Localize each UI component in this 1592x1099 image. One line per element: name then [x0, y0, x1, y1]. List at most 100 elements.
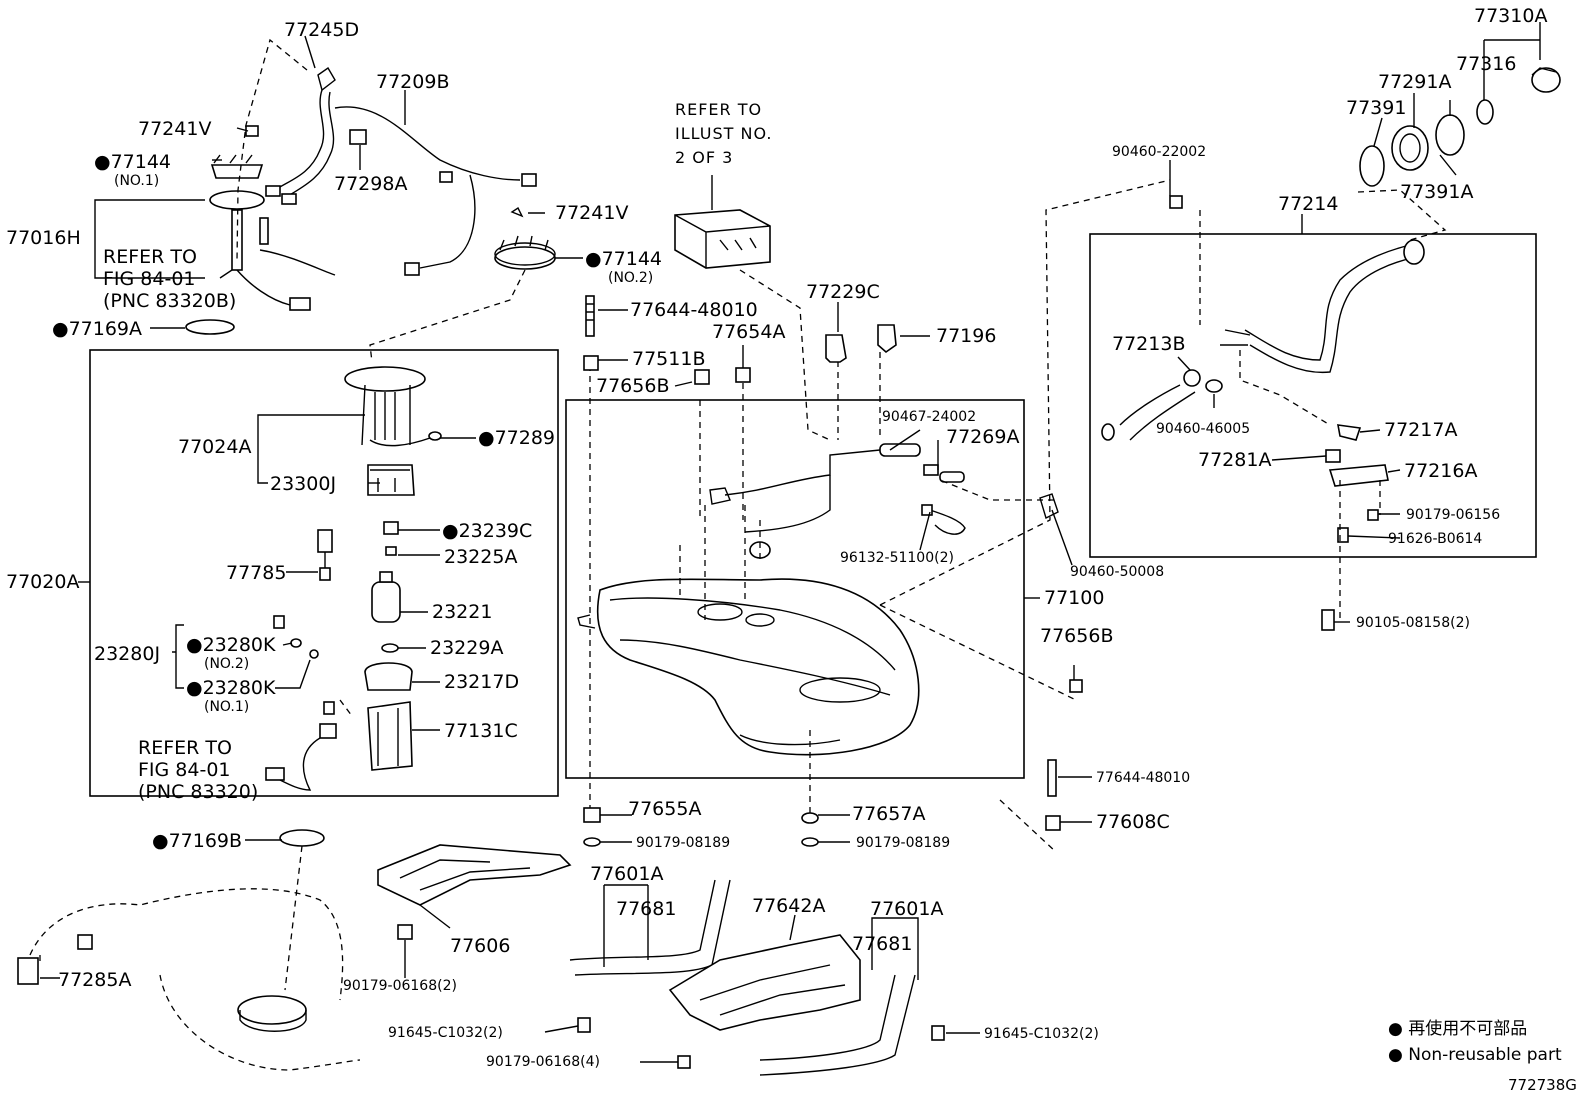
- label-77310A: 77310A: [1474, 5, 1547, 27]
- label-23300J: 23300J: [270, 473, 336, 495]
- ref2-line1: REFER TO: [138, 737, 232, 759]
- figure-id: 772738G: [1508, 1076, 1577, 1094]
- label-77785: 77785: [226, 562, 286, 584]
- bolt-90105: [1321, 609, 1335, 631]
- label-23221: 23221: [432, 601, 492, 623]
- label-77217A: 77217A: [1384, 419, 1457, 441]
- label-77209B: 77209B: [376, 71, 449, 93]
- label-77024A: 77024A: [178, 436, 251, 458]
- label-77606: 77606: [450, 935, 510, 957]
- washer-a: [583, 837, 601, 847]
- retainer-ring-no2: [494, 206, 556, 270]
- label-90460-22002: 90460-22002: [1112, 144, 1206, 160]
- label-77131C: 77131C: [444, 720, 518, 742]
- valve-77644-right: [1047, 759, 1057, 797]
- filler-pipe-box: [1089, 233, 1537, 558]
- label-77214: 77214: [1278, 193, 1338, 215]
- label-90460-50008: 90460-50008: [1070, 564, 1164, 580]
- label-23239C: ●23239C: [442, 520, 532, 542]
- label-77016H: 77016H: [6, 227, 81, 249]
- label-90105: 90105-08158(2): [1356, 615, 1470, 631]
- label-77289: ●77289: [478, 427, 555, 449]
- fuel-pump-assembly-box: [89, 349, 559, 797]
- label-90179-08189-b: 90179-08189: [856, 835, 950, 851]
- ref1-line2: FIG 84-01: [103, 268, 196, 290]
- protector-plates: [377, 844, 945, 1076]
- label-77281A: 77281A: [1198, 449, 1271, 471]
- o-ring-77169b: [279, 829, 325, 847]
- ref2-line2: FIG 84-01: [138, 759, 231, 781]
- legend-jp: ● 再使用不可部品: [1388, 1018, 1527, 1039]
- label-77245D: 77245D: [284, 19, 359, 41]
- label-77316: 77316: [1456, 53, 1516, 75]
- ref-illust-2: ILLUST NO.: [675, 124, 772, 143]
- label-77391A: 77391A: [1400, 181, 1473, 203]
- tank-top-small-parts: [583, 295, 897, 385]
- clamp-90460-22002: [1169, 195, 1183, 209]
- legend-en: ● Non-reusable part: [1388, 1045, 1562, 1065]
- label-77642A: 77642A: [752, 895, 825, 917]
- washer-b: [801, 837, 819, 847]
- label-23280K-a-no: (NO.2): [204, 656, 249, 672]
- ref1-line3: (PNC 83320B): [103, 290, 236, 312]
- tank-outline-bottom-left: [17, 888, 361, 1071]
- label-77269A: 77269A: [946, 426, 1019, 448]
- label-23229A: 23229A: [430, 637, 503, 659]
- label-77654A: 77654A: [712, 321, 785, 343]
- grommet-77608c: [1045, 815, 1061, 831]
- label-90179-06156: 90179-06156: [1406, 507, 1500, 523]
- label-77285A: 77285A: [58, 969, 131, 991]
- label-77656B-a: 77656B: [596, 375, 669, 397]
- label-23225A: 23225A: [444, 546, 517, 568]
- label-77681-a: 77681: [616, 898, 676, 920]
- label-77601A-a: 77601A: [590, 863, 663, 885]
- label-77241V-b: 77241V: [555, 202, 628, 224]
- label-77657A: 77657A: [852, 803, 925, 825]
- label-96132: 96132-51100(2): [840, 550, 954, 566]
- label-77169A: ●77169A: [52, 318, 142, 340]
- label-77601A-b: 77601A: [870, 898, 943, 920]
- label-90179-08189-a: 90179-08189: [636, 835, 730, 851]
- label-77213B: 77213B: [1112, 333, 1185, 355]
- charcoal-canister: [674, 175, 831, 441]
- sender-gauge-assembly: [185, 66, 537, 335]
- ref-illust-1: REFER TO: [675, 100, 762, 119]
- part-labels: 77245D 77209B 77241V ●77144 (NO.1) 77298…: [6, 5, 1547, 1070]
- fuel-cap-assembly: [1357, 67, 1561, 241]
- ref2-line3: (PNC 83320): [138, 781, 258, 803]
- label-23280K-b-no: (NO.1): [204, 699, 249, 715]
- label-77656B-b: 77656B: [1040, 625, 1113, 647]
- label-77169B: ●77169B: [152, 830, 242, 852]
- label-77144-a-no: (NO.1): [114, 173, 159, 189]
- label-23280J: 23280J: [94, 643, 160, 665]
- label-77644-a: 77644-48010: [630, 299, 758, 321]
- fuel-tank-main: [577, 350, 966, 820]
- ref-illust-3: 2 OF 3: [675, 148, 733, 167]
- label-77144-b: ●77144: [585, 248, 662, 270]
- label-77655A: 77655A: [628, 798, 701, 820]
- label-77144-b-no: (NO.2): [608, 270, 653, 286]
- leader-lines: [40, 22, 1541, 1063]
- label-77681-b: 77681: [852, 933, 912, 955]
- label-90179-06168-2: 90179-06168(2): [343, 978, 457, 994]
- label-77229C: 77229C: [806, 281, 880, 303]
- label-23217D: 23217D: [444, 671, 519, 693]
- plug-77656b-right: [1069, 679, 1083, 693]
- label-91626: 91626-B0614: [1388, 531, 1482, 547]
- label-77144-a: ●77144: [94, 151, 171, 173]
- label-77241V-a: 77241V: [138, 118, 211, 140]
- fuel-tank-box: [565, 399, 1025, 779]
- fuel-pump-internals: [265, 366, 442, 791]
- legend: ● 再使用不可部品 ● Non-reusable part: [1388, 1018, 1562, 1065]
- label-23280K-a: ●23280K: [186, 634, 276, 656]
- ref1-line1: REFER TO: [103, 246, 197, 268]
- label-77644-b: 77644-48010: [1096, 770, 1190, 786]
- label-77608C: 77608C: [1096, 811, 1170, 833]
- label-90467: 90467-24002: [882, 409, 976, 425]
- label-77196: 77196: [936, 325, 996, 347]
- label-77291A: 77291A: [1378, 71, 1451, 93]
- label-77391: 77391: [1346, 97, 1406, 119]
- filler-pipe-assembly: [1101, 210, 1425, 620]
- label-77020A: 77020A: [6, 571, 79, 593]
